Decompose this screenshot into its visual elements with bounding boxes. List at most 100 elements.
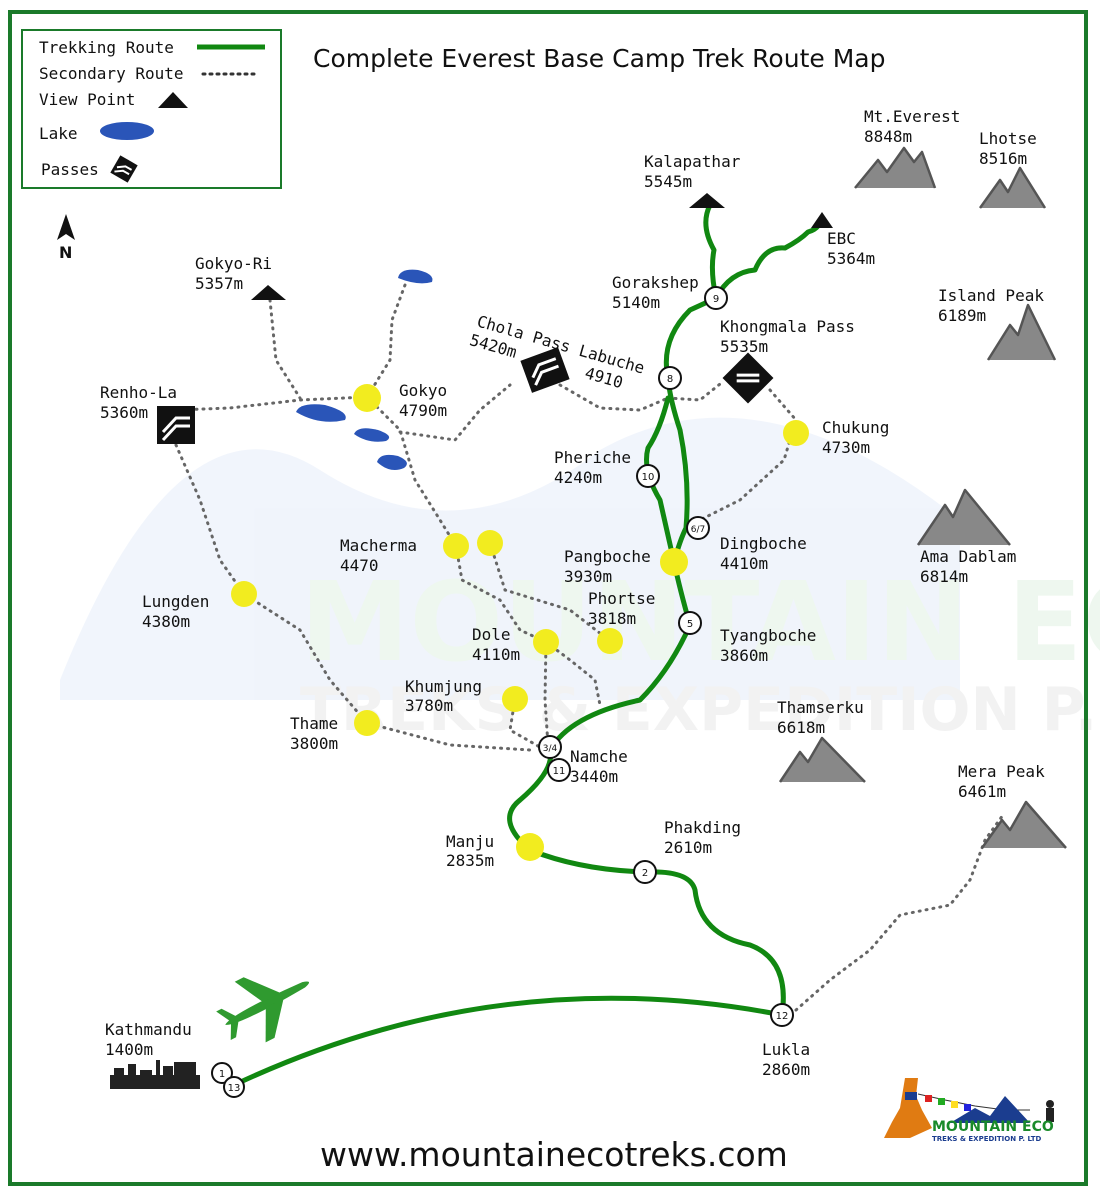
legend-trekking-route: Trekking Route [39, 38, 174, 57]
website-url[interactable]: www.mountainecotreks.com [320, 1135, 788, 1174]
place-namche-alt: 3440m [570, 767, 618, 786]
mountain-icon [978, 166, 1047, 209]
pass-khongmala-icon [722, 352, 774, 404]
stage-6-7: 6/7 [691, 525, 705, 535]
place-dingboche: Dingboche [720, 534, 807, 553]
place-gokyo-alt: 4790m [399, 401, 447, 420]
stage-13: 13 [228, 1083, 241, 1094]
legend-passes: Passes [41, 160, 99, 179]
pass-renho-la-icon [157, 406, 195, 444]
prayer-flags-icon [925, 1095, 971, 1111]
place-renho-la: Renho-La [100, 383, 177, 402]
place-gokyo-ri: Gokyo-Ri [195, 254, 272, 273]
place-kathmandu: Kathmandu [105, 1020, 192, 1039]
place-phakding: Phakding [664, 818, 741, 837]
peak-island: Island Peak [938, 286, 1044, 305]
place-kalapathar: Kalapathar [644, 152, 741, 171]
watermark-sub: TREKS & EXPEDITION P. LTD [300, 675, 1100, 745]
mountain-icons [778, 146, 1067, 849]
hiker-icon [1046, 1100, 1054, 1122]
place-khumjung-alt: 3780m [405, 696, 453, 715]
legend-view-point: View Point [39, 90, 135, 109]
stage-10: 10 [642, 472, 655, 483]
place-dole: Dole [472, 625, 511, 644]
lake-icon [100, 122, 154, 140]
view-point-ebc-icon [811, 212, 833, 228]
stage-8: 8 [667, 374, 673, 385]
place-lungden: Lungden [142, 592, 209, 611]
stage-5: 5 [687, 619, 693, 630]
stage-11: 11 [553, 766, 566, 777]
peak-ama-dablam-alt: 6814m [920, 567, 968, 586]
place-macherma: Macherma [340, 536, 417, 555]
place-lukla-alt: 2860m [762, 1060, 810, 1079]
peak-island-alt: 6189m [938, 306, 986, 325]
place-pangboche: Pangboche [564, 547, 651, 566]
lake-icon [354, 428, 390, 442]
place-lukla: Lukla [762, 1040, 810, 1059]
stage-2: 2 [642, 868, 648, 879]
mountain-icon [986, 303, 1057, 361]
north-arrow-icon: N [57, 214, 75, 262]
pass-chola-icon [520, 347, 570, 393]
legend-lake: Lake [39, 124, 78, 143]
city-skyline-icon [110, 1060, 200, 1089]
place-chukung-alt: 4730m [822, 438, 870, 457]
place-tyangboche: Tyangboche [720, 626, 816, 645]
place-thame: Thame [290, 714, 338, 733]
legend-secondary-route: Secondary Route [39, 64, 184, 83]
airplane-icon [216, 977, 309, 1043]
brand-sub: TREKS & EXPEDITION P. LTD [932, 1135, 1042, 1143]
place-gorakshep: Gorakshep [612, 273, 699, 292]
place-chukung: Chukung [822, 418, 889, 437]
place-khongmala-alt: 5535m [720, 337, 768, 356]
peak-ama-dablam: Ama Dablam [920, 547, 1016, 566]
place-gokyo: Gokyo [399, 381, 447, 400]
place-thame-alt: 3800m [290, 734, 338, 753]
map-title: Complete Everest Base Camp Trek Route Ma… [313, 44, 885, 73]
peak-thamserku-alt: 6618m [777, 718, 825, 737]
place-lungden-alt: 4380m [142, 612, 190, 631]
stage-12: 12 [776, 1011, 789, 1022]
view-point-kalapathar-icon [689, 193, 725, 208]
stage-labels: 1 13 12 2 11 3/4 5 6/7 10 8 9 [219, 294, 789, 1094]
peak-lhotse-alt: 8516m [979, 149, 1027, 168]
place-macherma-alt: 4470 [340, 556, 379, 575]
place-manju-alt: 2835m [446, 851, 494, 870]
peak-everest: Mt.Everest [864, 107, 960, 126]
place-gorakshep-alt: 5140m [612, 293, 660, 312]
place-phortse-alt: 3818m [588, 609, 636, 628]
place-dole-alt: 4110m [472, 645, 520, 664]
lake-icon [377, 454, 407, 470]
place-pangboche-alt: 3930m [564, 567, 612, 586]
peak-everest-alt: 8848m [864, 127, 912, 146]
place-ebc-alt: 5364m [827, 249, 875, 268]
place-kalapathar-alt: 5545m [644, 172, 692, 191]
brand-logo: MOUNTAIN ECO TREKS & EXPEDITION P. LTD [884, 1078, 1054, 1143]
stage-markers [211, 286, 794, 1098]
peak-mera-alt: 6461m [958, 782, 1006, 801]
legend: Trekking Route Secondary Route View Poin… [21, 29, 282, 189]
place-phakding-alt: 2610m [664, 838, 712, 857]
trekking-route [231, 202, 821, 1088]
view-point-icon [158, 92, 188, 108]
place-pheriche-alt: 4240m [554, 468, 602, 487]
place-khumjung: Khumjung [405, 677, 482, 696]
lakes [296, 269, 433, 470]
mountain-icon [854, 146, 937, 189]
mountain-icon [980, 800, 1067, 849]
lake-icon [398, 269, 433, 284]
place-kathmandu-alt: 1400m [105, 1040, 153, 1059]
place-namche: Namche [570, 747, 628, 766]
peak-lhotse: Lhotse [979, 129, 1037, 148]
waypoints [231, 384, 809, 861]
lake-icon [296, 404, 346, 422]
stage-3-4: 3/4 [543, 744, 558, 754]
peak-labels: Mt.Everest 8848m Lhotse 8516m Island Pea… [777, 107, 1045, 801]
place-gokyo-ri-alt: 5357m [195, 274, 243, 293]
peak-mera: Mera Peak [958, 762, 1045, 781]
place-khongmala: Khongmala Pass [720, 317, 855, 336]
place-manju: Manju [446, 832, 494, 851]
place-phortse: Phortse [588, 589, 655, 608]
